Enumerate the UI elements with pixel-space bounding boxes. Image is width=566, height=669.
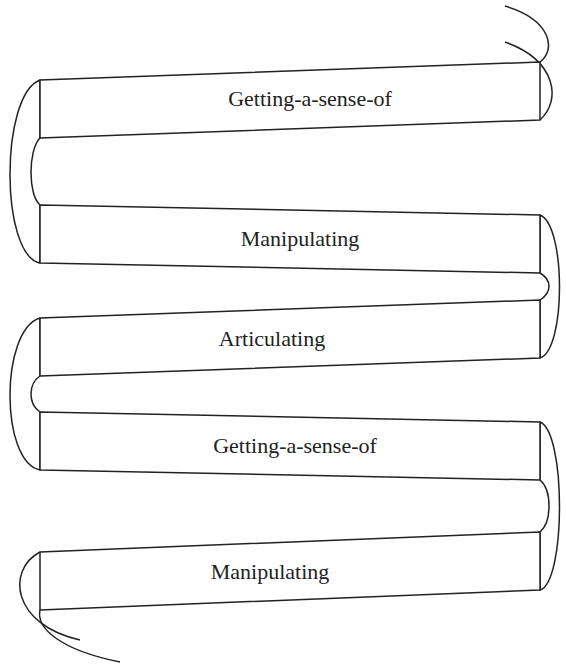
ribbon-band: Manipulating (40, 203, 540, 275)
band-label: Articulating (219, 325, 325, 351)
ribbon-band: Getting-a-sense-of (40, 60, 540, 140)
ribbon-band: Manipulating (40, 530, 540, 612)
band-label: Getting-a-sense-of (228, 86, 392, 112)
band-label: Manipulating (211, 559, 330, 585)
ribbon-tail (40, 610, 120, 662)
ribbon-fold (540, 422, 560, 590)
ribbon-fold (10, 80, 40, 263)
band-shape (40, 412, 540, 480)
ribbon-fold (10, 318, 40, 470)
band-shape (40, 205, 540, 273)
ribbon-band: Articulating (40, 298, 540, 378)
band-label: Getting-a-sense-of (213, 433, 377, 459)
ribbon-band: Getting-a-sense-of (40, 410, 540, 482)
band-shape (40, 532, 540, 610)
band-label: Manipulating (241, 226, 360, 252)
band-shape (40, 300, 540, 376)
ribbon-fold (540, 215, 560, 358)
ribbon-tail (505, 6, 548, 62)
band-shape (40, 62, 540, 138)
